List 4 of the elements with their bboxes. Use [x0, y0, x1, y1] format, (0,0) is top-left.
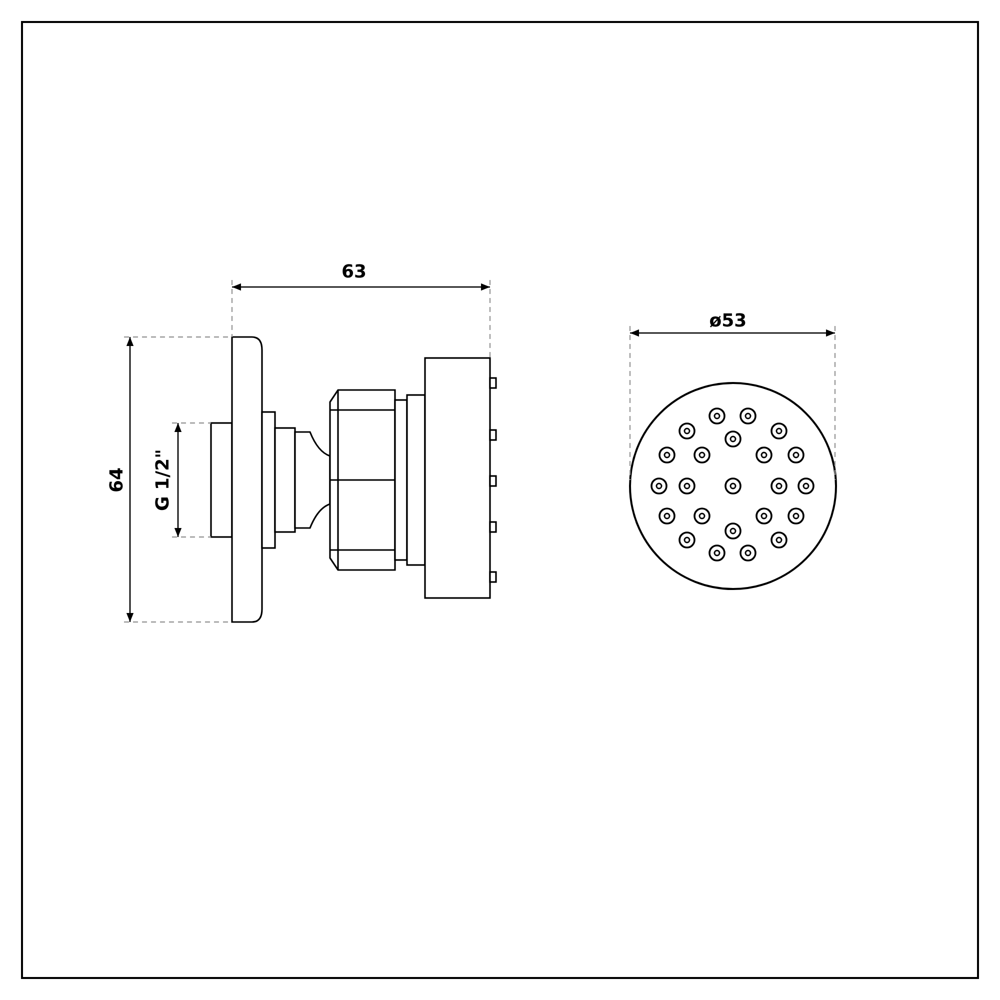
dimension-label: 63 — [341, 262, 367, 282]
dimension-label: 64 — [106, 467, 128, 493]
dimension-label: G 1/2" — [152, 448, 174, 512]
dimension-label: ø53 — [709, 310, 747, 332]
